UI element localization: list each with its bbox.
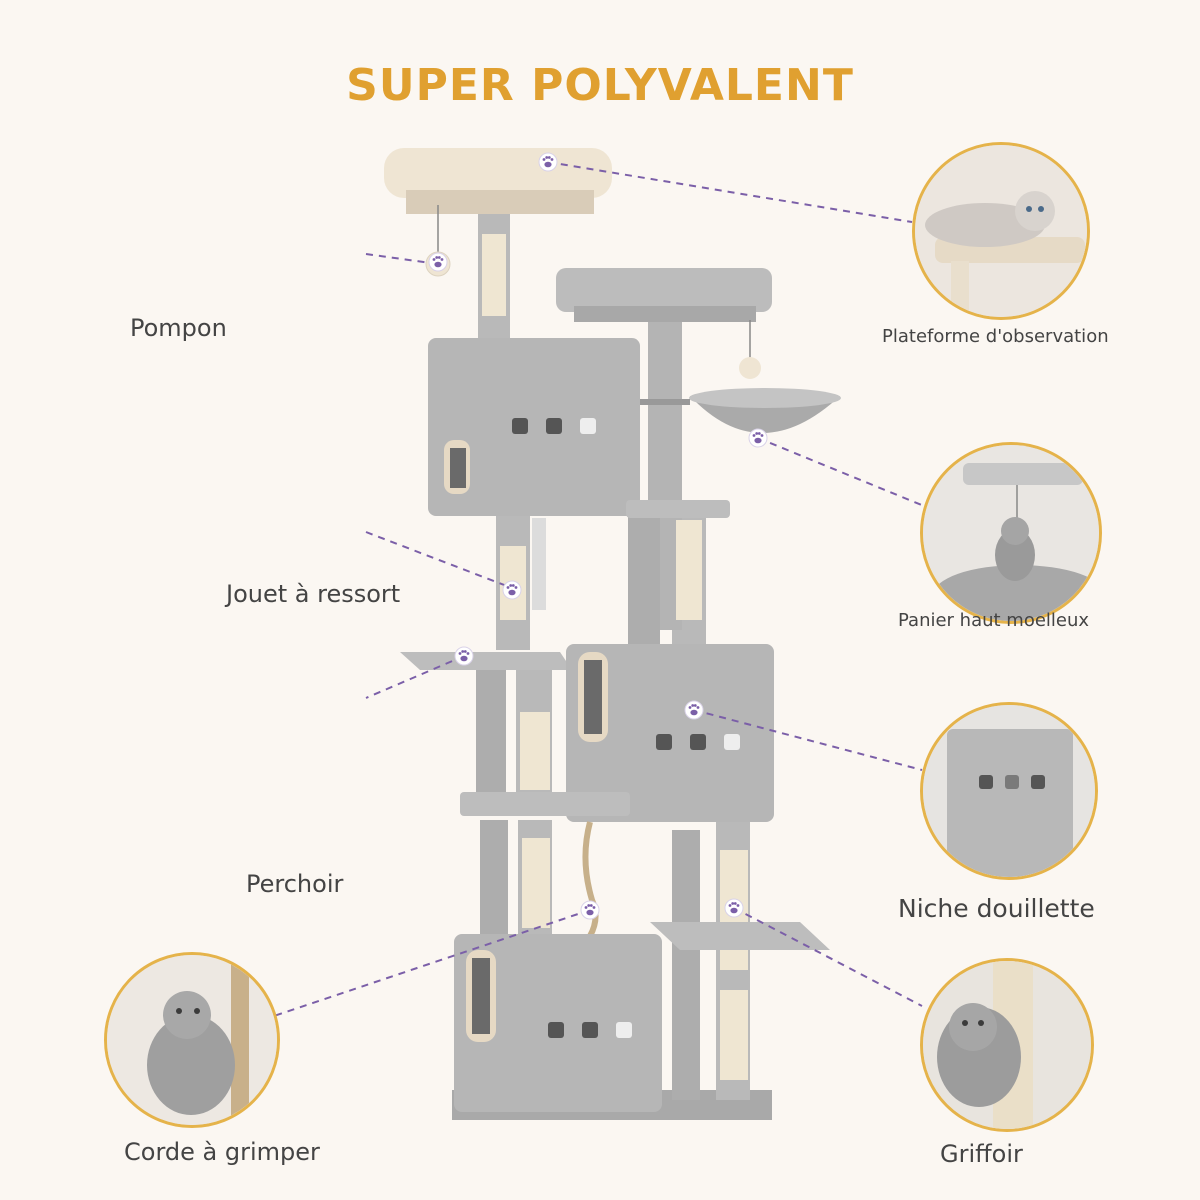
scratching-post-photo xyxy=(920,958,1094,1132)
label-soft-basket: Panier haut moelleux xyxy=(898,610,1090,631)
label-spring-toy: Jouet à ressort xyxy=(226,580,401,608)
cozy-niche-photo xyxy=(920,702,1098,880)
label-observation-platform: Plateforme d'observation xyxy=(882,326,1109,347)
label-perch: Perchoir xyxy=(246,870,344,898)
label-cozy-niche: Niche douillette xyxy=(898,894,1095,923)
climbing-rope-photo xyxy=(104,952,280,1128)
observation-platform-photo xyxy=(912,142,1090,320)
soft-basket-photo xyxy=(920,442,1102,624)
label-pompon: Pompon xyxy=(130,314,227,342)
label-scratching-post: Griffoir xyxy=(940,1140,1023,1168)
label-climbing-rope: Corde à grimper xyxy=(124,1138,320,1166)
page-title: SUPER POLYVALENT xyxy=(346,60,854,111)
